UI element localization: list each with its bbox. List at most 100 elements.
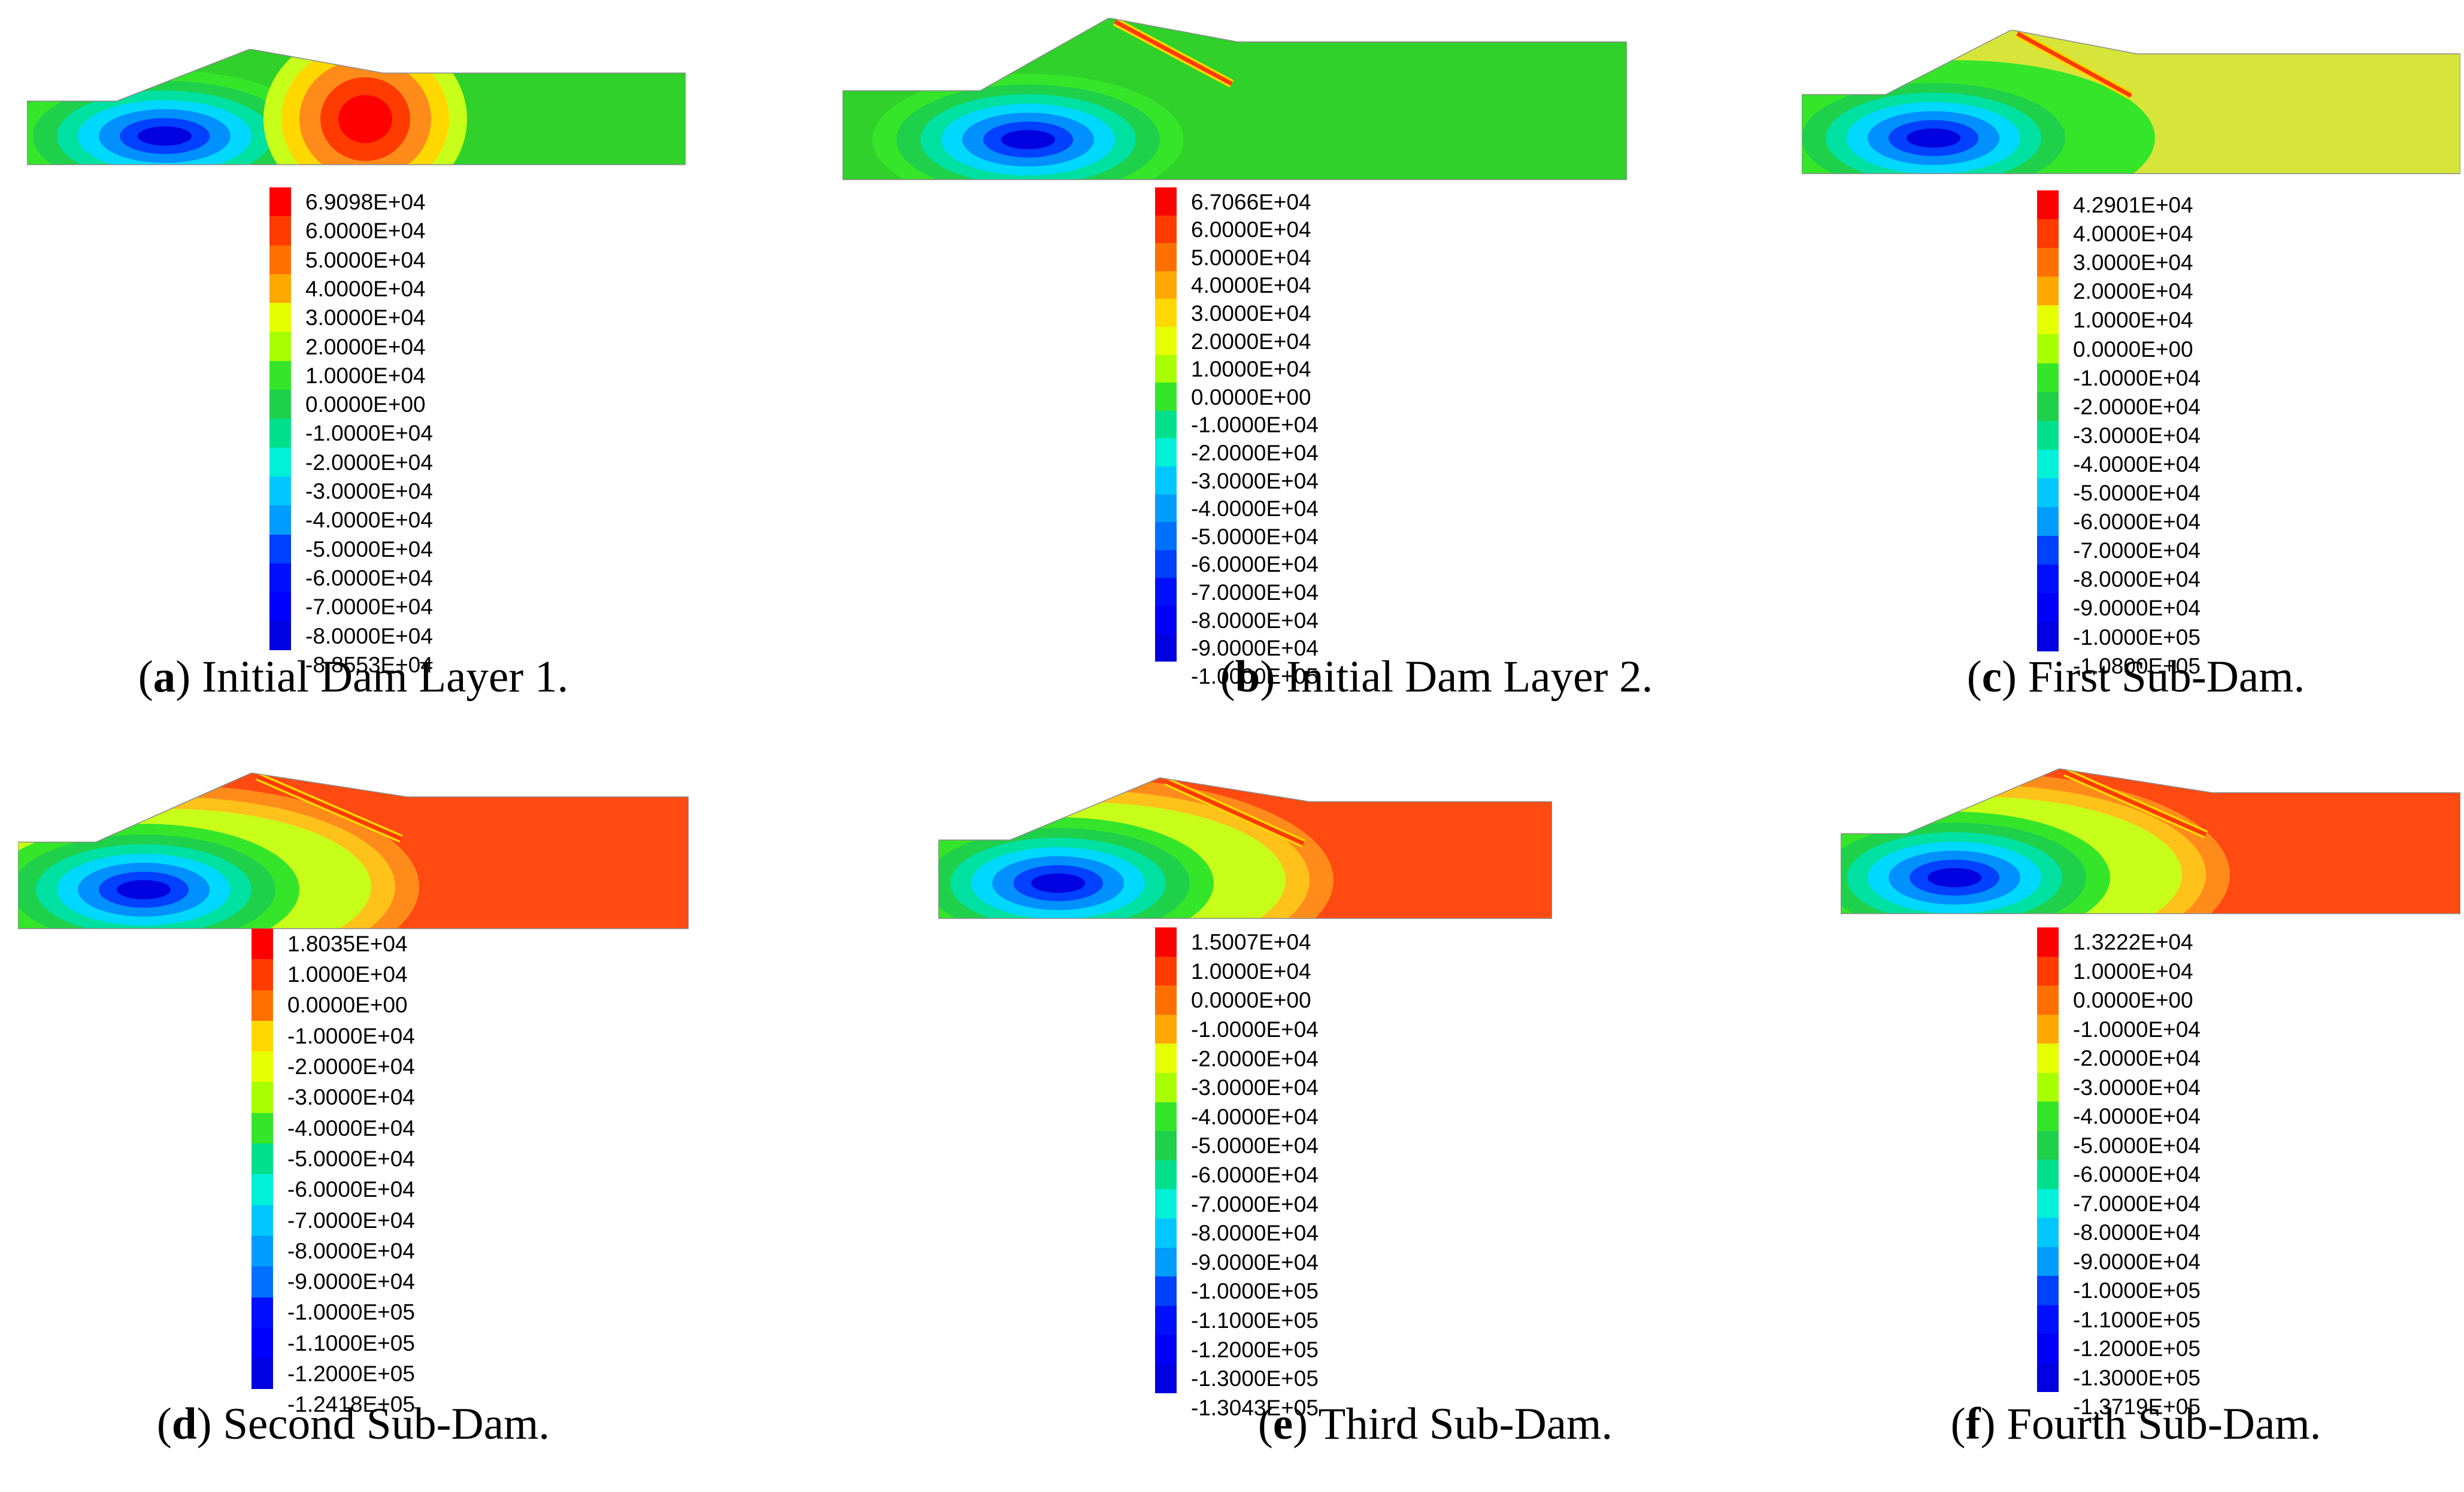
legend-swatch: [1155, 383, 1177, 411]
legend-tick-label: 1.8035E+04: [287, 931, 408, 956]
legend-swatch: [251, 1327, 273, 1359]
legend-tick-label: -7.0000E+04: [2073, 1191, 2201, 1216]
legend-tick-label: 3.0000E+04: [305, 305, 426, 330]
legend-tick-label: 1.0000E+04: [1191, 357, 1311, 382]
legend-swatch: [2037, 392, 2059, 421]
panel-caption: (c) First Sub-Dam.: [1966, 652, 2305, 702]
low-core-band-6: [1001, 130, 1055, 150]
legend-tick-label: 1.3222E+04: [2073, 930, 2193, 955]
legend-swatch: [1155, 466, 1177, 495]
legend-swatch: [2037, 1305, 2059, 1334]
legend-swatch: [269, 476, 291, 506]
panel-caption: (a) Initial Dam Layer 1.: [138, 652, 569, 702]
legend-colorbar: [269, 187, 291, 650]
legend-swatch: [251, 1082, 273, 1113]
contour-field: [27, 49, 686, 165]
legend-tick-label: 1.0000E+04: [305, 363, 426, 388]
panel-caption-text: Third Sub-Dam.: [1318, 1399, 1613, 1449]
legend-tick-label: 1.0000E+04: [287, 962, 408, 987]
legend-swatch: [1155, 438, 1177, 466]
legend-colorbar: [251, 929, 273, 1390]
legend-swatch: [269, 274, 291, 304]
legend-tick-label: 4.0000E+04: [305, 276, 426, 301]
legend-swatch: [2037, 622, 2059, 651]
legend-swatch: [1155, 243, 1177, 271]
legend-tick-label: -6.0000E+04: [305, 565, 433, 590]
panel-caption-text: Initial Dam Layer 1.: [201, 652, 569, 702]
legend-swatch: [1155, 1131, 1177, 1160]
legend-tick-label: -2.0000E+04: [2073, 394, 2201, 419]
legend-tick-label: -8.8553E+04: [305, 652, 433, 677]
legend-tick-label: -8.0000E+04: [305, 623, 433, 648]
legend-tick-label: 0.0000E+00: [1191, 988, 1311, 1013]
legend-swatch: [2037, 219, 2059, 248]
legend-swatch: [2037, 956, 2059, 985]
legend-swatch: [1155, 1247, 1177, 1277]
legend-swatch: [251, 1235, 273, 1267]
legend-swatch: [1155, 1276, 1177, 1306]
legend-swatch: [2037, 1044, 2059, 1073]
legend-tick-label: -5.0000E+04: [2073, 1133, 2201, 1158]
legend-swatch: [1155, 1072, 1177, 1102]
legend-swatch: [1155, 1044, 1177, 1073]
panel-caption-text: First Sub-Dam.: [2027, 652, 2305, 702]
legend-tick-label: 3.0000E+04: [1191, 301, 1311, 326]
legend-tick-label: 6.7066E+04: [1191, 189, 1311, 214]
legend-tick-label: 4.0000E+04: [2073, 222, 2193, 247]
legend-tick-label: -1.2000E+05: [2073, 1336, 2201, 1361]
legend-tick-label: -3.0000E+04: [1191, 1075, 1319, 1100]
legend-swatch: [251, 1051, 273, 1082]
legend-swatch: [251, 1112, 273, 1144]
legend-swatch: [1155, 354, 1177, 383]
shear-band-1: [1114, 19, 1233, 86]
legend-swatch: [251, 1358, 273, 1390]
field-outline: [938, 777, 1552, 919]
legend-swatch: [251, 1205, 273, 1236]
legend-swatch: [2037, 1014, 2059, 1044]
contour-field: [842, 18, 1627, 180]
legend-tick-label: 2.0000E+04: [1191, 329, 1311, 354]
legend-tick-label: -3.0000E+04: [2073, 1075, 2201, 1100]
legend-swatch: [269, 390, 291, 419]
legend-swatch: [1155, 956, 1177, 986]
legend-swatch: [1155, 633, 1177, 662]
legend-tick-label: -5.0000E+04: [2073, 481, 2201, 506]
legend-swatch: [2037, 190, 2059, 220]
legend-swatch: [269, 621, 291, 650]
legend-tick-label: -6.0000E+04: [2073, 1162, 2201, 1187]
legend-swatch: [251, 1297, 273, 1328]
legend-tick-label: -1.1000E+05: [287, 1330, 415, 1355]
legend-tick-label: -3.0000E+04: [1191, 468, 1319, 493]
legend-tick-label: -6.0000E+04: [2073, 510, 2201, 535]
legend-tick-label: -1.0000E+04: [1191, 413, 1319, 438]
high-lobe-band-4: [338, 95, 392, 143]
legend-swatch: [1155, 326, 1177, 355]
legend-tick-label: -9.0000E+04: [1191, 1250, 1319, 1275]
legend-swatch: [2037, 985, 2059, 1015]
field-outline: [842, 18, 1627, 180]
legend-swatch: [2037, 1363, 2059, 1392]
legend-swatch: [2037, 420, 2059, 450]
legend-swatch: [269, 216, 291, 245]
legend-swatch: [1155, 550, 1177, 578]
legend-tick-label: -5.0000E+04: [305, 536, 433, 562]
legend-swatch: [2037, 248, 2059, 277]
legend-swatch: [1155, 1014, 1177, 1044]
legend-tick-label: 0.0000E+00: [2073, 336, 2193, 362]
legend-tick-label: 1.0000E+04: [2073, 959, 2193, 984]
legend-swatch: [269, 303, 291, 332]
legend-swatch: [2037, 536, 2059, 565]
legend-tick-label: -8.0000E+04: [1191, 1221, 1319, 1246]
legend-swatch: [269, 187, 291, 217]
legend-tick-label: -8.0000E+04: [2073, 567, 2201, 592]
legend-swatch: [1155, 1189, 1177, 1218]
legend-swatch: [1155, 187, 1177, 216]
legend-swatch: [1155, 605, 1177, 634]
legend-tick-label: -4.0000E+04: [305, 508, 433, 533]
legend-swatch: [2037, 927, 2059, 957]
legend-swatch: [1155, 299, 1177, 327]
legend-swatch: [251, 1020, 273, 1052]
legend-swatch: [2037, 1218, 2059, 1247]
